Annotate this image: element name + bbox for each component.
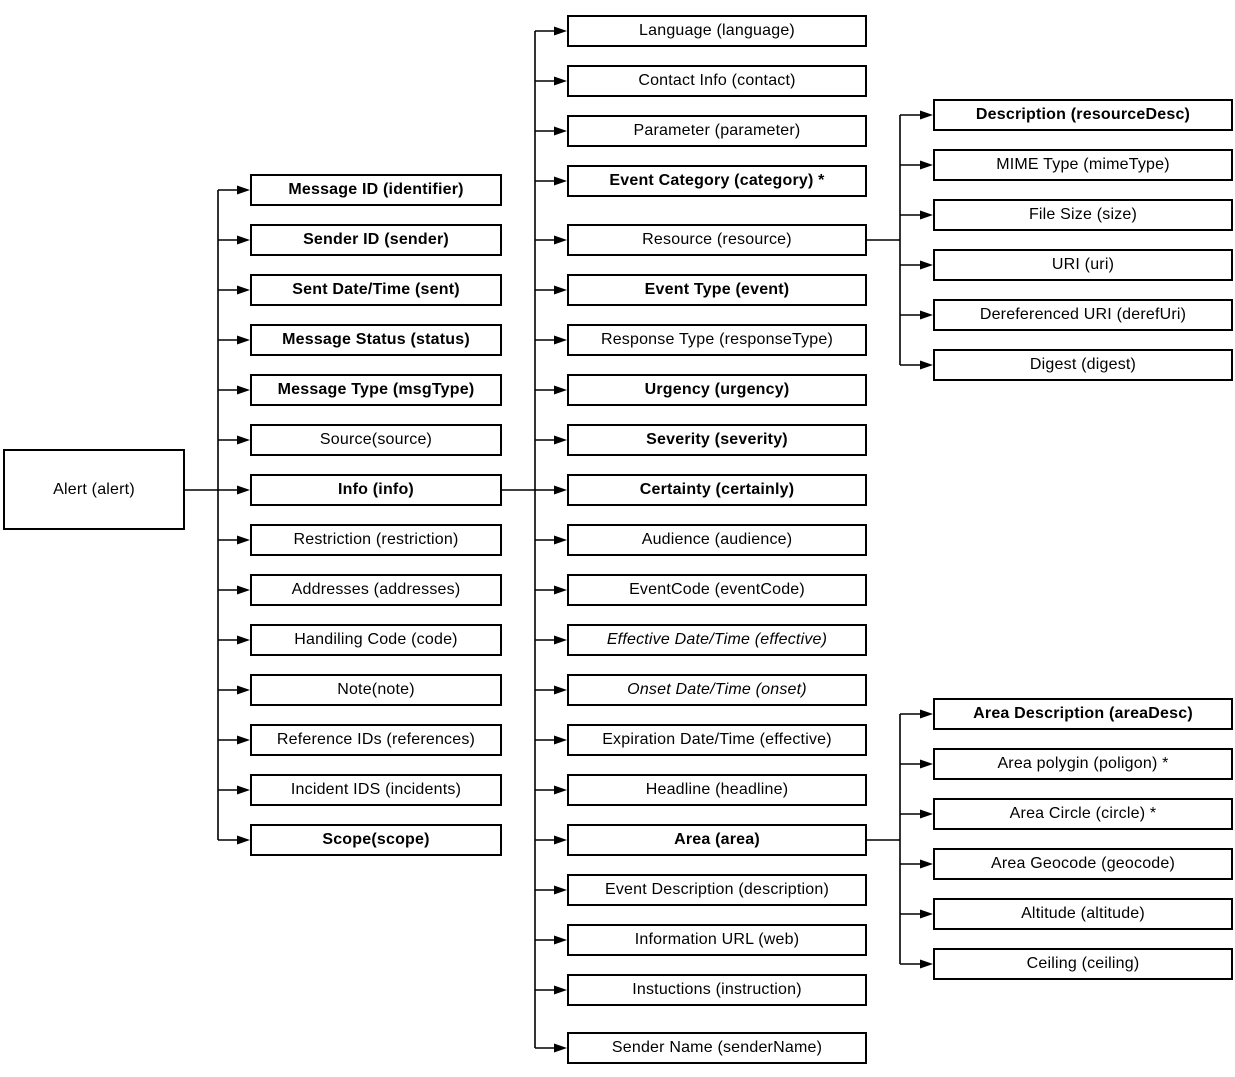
arrowhead <box>237 685 250 695</box>
tree-node-web: Information URL (web) <box>567 924 867 956</box>
arrowhead <box>237 635 250 645</box>
tree-node-language: Language (language) <box>567 15 867 47</box>
tree-node-areadesc: Area Description (areaDesc) <box>933 698 1233 730</box>
tree-node-resourcedesc: Description (resourceDesc) <box>933 99 1233 131</box>
arrowhead <box>554 285 567 295</box>
tree-node-category: Event Category (category) * <box>567 165 867 197</box>
tree-node-eventcode: EventCode (eventCode) <box>567 574 867 606</box>
arrowhead <box>554 126 567 136</box>
arrowhead <box>554 385 567 395</box>
tree-node-resource: Resource (resource) <box>567 224 867 256</box>
tree-node-urgency: Urgency (urgency) <box>567 374 867 406</box>
tree-node-effective: Effective Date/Time (effective) <box>567 624 867 656</box>
arrowhead <box>920 210 933 220</box>
tree-node-note: Note(note) <box>250 674 502 706</box>
arrowhead <box>237 385 250 395</box>
arrowhead <box>920 909 933 919</box>
arrowhead <box>554 176 567 186</box>
tree-node-incidents: Incident IDS (incidents) <box>250 774 502 806</box>
tree-node-audience: Audience (audience) <box>567 524 867 556</box>
arrowhead <box>554 485 567 495</box>
arrowhead <box>237 735 250 745</box>
arrowhead <box>237 535 250 545</box>
tree-node-responsetype: Response Type (responseType) <box>567 324 867 356</box>
arrowhead <box>554 585 567 595</box>
arrowhead <box>554 835 567 845</box>
arrowhead <box>237 335 250 345</box>
tree-node-restriction: Restriction (restriction) <box>250 524 502 556</box>
arrowhead <box>920 260 933 270</box>
tree-node-status: Message Status (status) <box>250 324 502 356</box>
arrowhead <box>920 759 933 769</box>
tree-node-severity: Severity (severity) <box>567 424 867 456</box>
arrowhead <box>237 185 250 195</box>
arrowhead <box>237 785 250 795</box>
arrowhead <box>554 435 567 445</box>
arrowhead <box>237 285 250 295</box>
tree-node-identifier: Message ID (identifier) <box>250 174 502 206</box>
arrowhead <box>554 985 567 995</box>
node-alert-root: Alert (alert) <box>3 449 185 530</box>
arrowhead <box>554 26 567 36</box>
tree-node-headline: Headline (headline) <box>567 774 867 806</box>
arrowhead <box>920 360 933 370</box>
tree-node-references: Reference IDs (references) <box>250 724 502 756</box>
arrowhead <box>554 785 567 795</box>
arrowhead <box>237 485 250 495</box>
arrowhead <box>920 809 933 819</box>
tree-node-effective: Expiration Date/Time (effective) <box>567 724 867 756</box>
arrowhead <box>554 535 567 545</box>
tree-node-area: Area (area) <box>567 824 867 856</box>
tree-node-code: Handiling Code (code) <box>250 624 502 656</box>
tree-node-instruction: Instuctions (instruction) <box>567 974 867 1006</box>
tree-node-uri: URI (uri) <box>933 249 1233 281</box>
arrowhead <box>554 885 567 895</box>
arrowhead <box>554 335 567 345</box>
arrowhead <box>237 585 250 595</box>
tree-node-mimetype: MIME Type (mimeType) <box>933 149 1233 181</box>
tree-node-geocode: Area Geocode (geocode) <box>933 848 1233 880</box>
arrowhead <box>237 435 250 445</box>
arrowhead <box>920 859 933 869</box>
arrowhead <box>920 310 933 320</box>
tree-node-msgtype: Message Type (msgType) <box>250 374 502 406</box>
tree-node-altitude: Altitude (altitude) <box>933 898 1233 930</box>
arrowhead <box>920 110 933 120</box>
tree-node-derefuri: Dereferenced URI (derefUri) <box>933 299 1233 331</box>
tree-node-addresses: Addresses (addresses) <box>250 574 502 606</box>
tree-node-source: Source(source) <box>250 424 502 456</box>
arrowhead <box>554 635 567 645</box>
arrowhead <box>237 235 250 245</box>
tree-node-sender: Sender ID (sender) <box>250 224 502 256</box>
arrowhead <box>554 935 567 945</box>
arrowhead <box>920 160 933 170</box>
arrowhead <box>554 76 567 86</box>
arrowhead <box>920 959 933 969</box>
tree-node-parameter: Parameter (parameter) <box>567 115 867 147</box>
tree-node-size: File Size (size) <box>933 199 1233 231</box>
tree-node-event: Event Type (event) <box>567 274 867 306</box>
tree-node-sent: Sent Date/Time (sent) <box>250 274 502 306</box>
tree-node-circle: Area Circle (circle) * <box>933 798 1233 830</box>
arrowhead <box>237 835 250 845</box>
tree-node-ceiling: Ceiling (ceiling) <box>933 948 1233 980</box>
tree-node-contact: Contact Info (contact) <box>567 65 867 97</box>
tree-node-certainly: Certainty (certainly) <box>567 474 867 506</box>
tree-node-scope: Scope(scope) <box>250 824 502 856</box>
arrowhead <box>920 709 933 719</box>
arrowhead <box>554 235 567 245</box>
tree-node-poligon: Area polygin (poligon) * <box>933 748 1233 780</box>
arrowhead <box>554 1043 567 1053</box>
tree-node-digest: Digest (digest) <box>933 349 1233 381</box>
arrowhead <box>554 735 567 745</box>
arrowhead <box>554 685 567 695</box>
tree-node-sendername: Sender Name (senderName) <box>567 1032 867 1064</box>
tree-node-onset: Onset Date/Time (onset) <box>567 674 867 706</box>
tree-node-info: Info (info) <box>250 474 502 506</box>
tree-node-description: Event Description (description) <box>567 874 867 906</box>
